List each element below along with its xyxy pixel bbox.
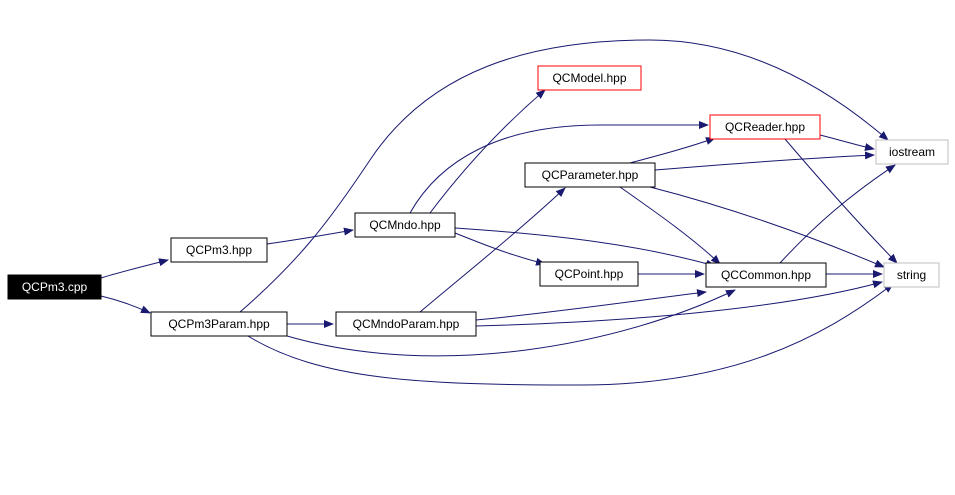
node-label: QCMndo.hpp	[369, 218, 441, 232]
node-box	[709, 114, 821, 140]
node-qcreader-hpp[interactable]: QCReader.hpp	[709, 114, 821, 140]
edge-qcmndoparam-hpp-to-string	[475, 280, 883, 327]
edge-qcreader-hpp-to-string	[784, 138, 898, 264]
node-qccommon-hpp[interactable]: QCCommon.hpp	[705, 262, 827, 288]
node-qcpoint-hpp[interactable]: QCPoint.hpp	[539, 261, 639, 287]
edge-qcpm3-cpp-to-qcpm3-hpp	[100, 258, 169, 279]
node-qcmndo-hpp[interactable]: QCMndo.hpp	[354, 212, 456, 238]
node-label: QCPm3Param.hpp	[168, 317, 270, 331]
node-box	[7, 274, 102, 300]
edge-qcmndoparam-hpp-to-qcparameter-hpp	[419, 187, 566, 313]
node-box	[705, 262, 827, 288]
node-string[interactable]: string	[883, 262, 940, 288]
node-qcmndoparam-hpp[interactable]: QCMndoParam.hpp	[335, 311, 477, 337]
node-label: QCPm3.hpp	[186, 243, 252, 257]
node-box	[170, 237, 268, 263]
node-label: QCModel.hpp	[552, 71, 626, 85]
edges-layer	[100, 39, 898, 386]
node-box	[150, 311, 288, 337]
edge-qcpm3param-hpp-to-qccommon-hpp	[286, 289, 736, 357]
node-box	[875, 139, 949, 165]
edge-qcparameter-hpp-to-qcreader-hpp	[629, 137, 716, 164]
node-label: QCParameter.hpp	[542, 168, 639, 182]
edge-qcparameter-hpp-to-string	[649, 186, 885, 268]
node-label: QCReader.hpp	[725, 120, 805, 134]
node-qcparameter-hpp[interactable]: QCParameter.hpp	[524, 162, 656, 188]
edge-qcpm3-cpp-to-qcpm3param-hpp	[100, 295, 151, 314]
node-label: string	[897, 268, 926, 282]
edge-qcpm3param-hpp-to-iostream	[239, 39, 889, 313]
edge-qcparameter-hpp-to-qccommon-hpp	[619, 186, 721, 265]
node-box	[354, 212, 456, 238]
node-label: QCMndoParam.hpp	[353, 317, 460, 331]
edge-qcmndoparam-hpp-to-qccommon-hpp	[475, 289, 707, 321]
edge-qcpm3param-hpp-to-string	[247, 283, 894, 386]
node-qcmodel-hpp[interactable]: QCModel.hpp	[537, 65, 642, 91]
edge-qcmndo-hpp-to-qcmodel-hpp	[429, 89, 546, 214]
node-label: QCPoint.hpp	[555, 267, 624, 281]
edge-qcparameter-hpp-to-iostream	[654, 151, 875, 171]
edge-qcreader-hpp-to-iostream	[819, 134, 875, 151]
node-label: QCCommon.hpp	[721, 268, 811, 282]
edge-qcpm3-hpp-to-qcmndo-hpp	[266, 227, 354, 245]
node-box	[537, 65, 642, 91]
node-qcpm3param-hpp[interactable]: QCPm3Param.hpp	[150, 311, 288, 337]
node-label: QCPm3.cpp	[22, 280, 88, 294]
edge-qcmndo-hpp-to-qcpoint-hpp	[454, 232, 546, 266]
edge-qccommon-hpp-to-iostream	[779, 164, 896, 264]
node-box	[524, 162, 656, 188]
node-qcpm3-hpp[interactable]: QCPm3.hpp	[170, 237, 268, 263]
node-box	[539, 261, 639, 287]
node-iostream[interactable]: iostream	[875, 139, 949, 165]
node-box	[335, 311, 477, 337]
edge-qcmndo-hpp-to-qcreader-hpp	[409, 121, 709, 214]
node-qcpm3-cpp[interactable]: QCPm3.cpp	[7, 274, 102, 300]
edge-qcmndo-hpp-to-qccommon-hpp	[454, 227, 716, 268]
node-box	[883, 262, 940, 288]
node-label: iostream	[889, 145, 935, 159]
